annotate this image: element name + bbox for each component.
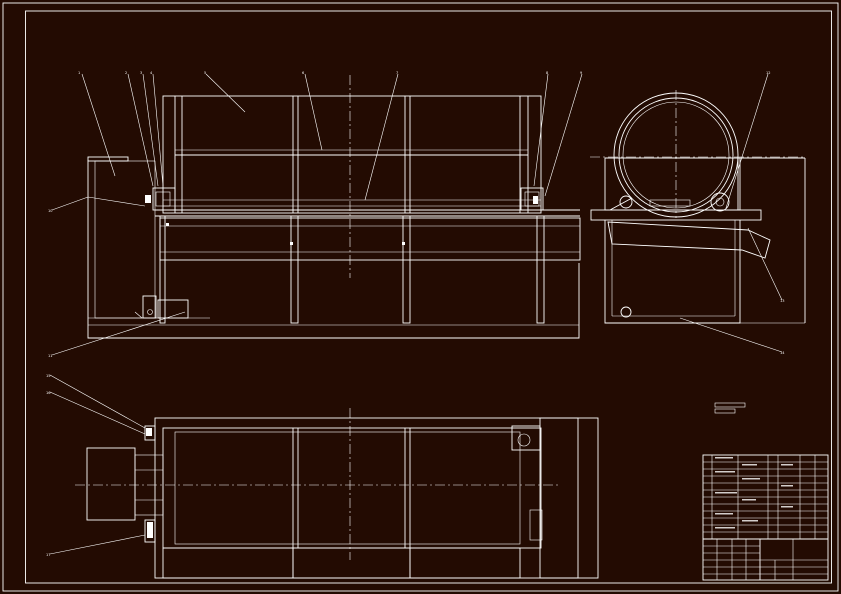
front-leaders <box>51 73 583 356</box>
svg-text:10: 10 <box>48 209 52 213</box>
side-drum-outer <box>613 92 739 218</box>
collection-trough <box>159 217 581 261</box>
svg-text:3: 3 <box>140 71 142 75</box>
parts-list-grid <box>703 455 828 540</box>
front-base-outline <box>87 160 580 339</box>
motor-cover-top <box>87 156 129 162</box>
side-motor-wheel <box>620 306 632 318</box>
top-drum <box>162 427 542 549</box>
svg-text:1: 1 <box>78 71 80 75</box>
title-block-frame <box>702 454 829 581</box>
svg-text:9: 9 <box>580 71 582 75</box>
parts-list-marks <box>715 457 793 529</box>
top-motor <box>86 447 136 521</box>
front-legs <box>159 215 545 324</box>
side-drive-sprocket <box>710 192 730 212</box>
svg-text:14: 14 <box>780 351 785 355</box>
svg-text:13: 13 <box>780 299 784 303</box>
svg-text:16: 16 <box>46 391 50 395</box>
side-view: 12 13 14 <box>590 71 806 355</box>
side-left-roller <box>619 195 633 209</box>
side-top-rail <box>590 209 762 221</box>
screen-drum <box>162 95 542 214</box>
svg-text:6: 6 <box>302 71 304 75</box>
inner-border <box>25 10 832 584</box>
svg-text:2: 2 <box>125 71 127 75</box>
svg-text:12: 12 <box>766 71 770 75</box>
svg-text:15: 15 <box>46 374 50 378</box>
left-bearing <box>152 187 176 211</box>
right-bearing <box>520 187 544 211</box>
side-frame <box>604 220 741 324</box>
svg-text:7: 7 <box>396 71 398 75</box>
title-block <box>702 454 829 581</box>
front-view: 1 2 3 4 5 6 7 8 9 10 11 <box>48 71 583 358</box>
side-part-numbers: 12 13 14 <box>766 71 785 355</box>
front-motor <box>157 299 189 319</box>
top-drive-box <box>511 425 541 451</box>
side-discharge-chute <box>607 221 771 259</box>
side-drum-inner <box>618 97 734 213</box>
top-view: 15 16 17 <box>46 374 599 579</box>
side-hopper <box>604 157 741 211</box>
svg-text:8: 8 <box>546 71 548 75</box>
front-part-numbers: 1 2 3 4 5 6 7 8 9 10 11 <box>48 71 582 358</box>
svg-text:5: 5 <box>204 71 206 75</box>
technical-notes <box>714 402 746 414</box>
svg-text:4: 4 <box>150 71 153 75</box>
top-outer-frame <box>154 417 599 579</box>
motor-frame <box>94 160 156 319</box>
top-part-numbers: 15 16 17 <box>46 374 50 557</box>
front-motor-coupling <box>142 295 157 319</box>
svg-text:11: 11 <box>48 354 52 358</box>
svg-text:17: 17 <box>46 553 50 557</box>
